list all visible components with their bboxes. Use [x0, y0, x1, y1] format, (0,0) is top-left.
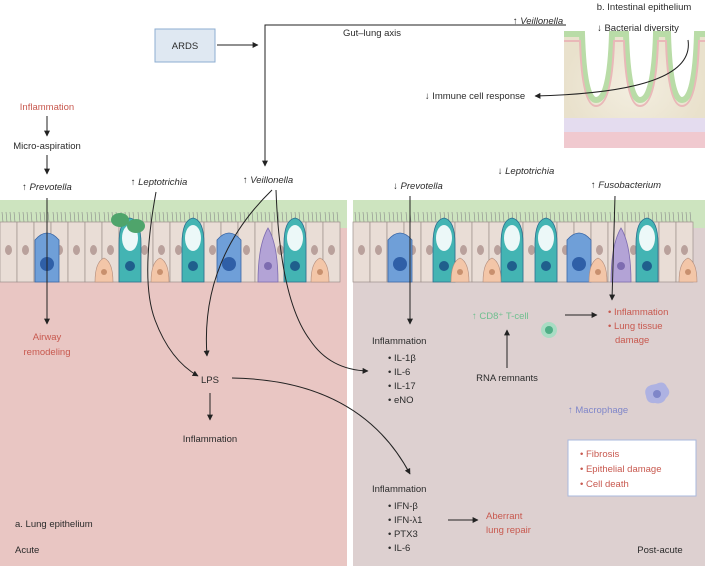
lps-label: LPS — [201, 375, 219, 386]
post-acute-label: Post-acute — [637, 545, 682, 556]
inflammation2-item-4: • IL-6 — [388, 543, 410, 554]
epithelial-cell — [369, 211, 388, 283]
brush-cell — [610, 227, 632, 283]
outcome-damage: damage — [615, 335, 649, 346]
inflammation2-item-1: • IFN-β — [388, 501, 418, 512]
brush-cell — [257, 227, 279, 283]
fusobacterium-up-label: ↑ Fusobacterium — [591, 180, 661, 191]
cd8-tcell-label: ↑ CD8⁺ T-cell — [472, 311, 529, 322]
arrow-veillonella-to-inflammation — [275, 189, 369, 374]
epithelial-cell — [67, 211, 86, 283]
epithelial-cell — [658, 211, 677, 283]
outcome-lung-tissue: • Lung tissue — [608, 321, 663, 332]
basal-cell — [678, 257, 698, 283]
goblet-cell — [500, 217, 524, 283]
basal-cell — [588, 257, 608, 283]
inflammation1-item-4: • eNO — [388, 395, 414, 406]
goblet-cell — [118, 217, 142, 283]
basal-cell — [482, 257, 502, 283]
goblet-cell — [534, 217, 558, 283]
inflammation2-title: Inflammation — [372, 484, 426, 495]
macrophage-icon — [645, 382, 670, 404]
box-item-epithelial-damage: • Epithelial damage — [580, 464, 662, 475]
epithelial-cell — [352, 211, 371, 283]
prevotella-down-label: ↓ Prevotella — [393, 181, 443, 192]
gut-lung-axis-label: Gut–lung axis — [343, 28, 401, 39]
inflammation-bottom-label: Inflammation — [183, 434, 237, 445]
basal-cell — [310, 257, 330, 283]
outcome-inflammation: • Inflammation — [608, 307, 668, 318]
leptotrichia-down-label: ↓ Leptotrichia — [498, 166, 555, 177]
arrow-fusobacterium — [609, 195, 616, 301]
ards-label: ARDS — [172, 41, 198, 52]
aberrant-line2: lung repair — [486, 525, 531, 536]
veillonella-up-label: ↑ Veillonella — [243, 175, 293, 186]
gut-lung-axis-arrow — [262, 24, 566, 167]
acute-label: Acute — [15, 545, 39, 556]
inflammation1-item-3: • IL-17 — [388, 381, 416, 392]
airway-remodeling-line1: Airway — [33, 332, 62, 343]
box-item-fibrosis: • Fibrosis — [580, 449, 619, 460]
prevotella-up-label: ↑ Prevotella — [22, 182, 72, 193]
outcome-box: • Fibrosis • Epithelial damage • Cell de… — [567, 439, 697, 497]
basal-cell — [94, 257, 114, 283]
box-item-cell-death: • Cell death — [580, 479, 629, 490]
inflammation1-item-1: • IL-1β — [388, 353, 416, 364]
inflammation2-item-3: • PTX3 — [388, 529, 418, 540]
arrow-leptotrichia-to-lps — [147, 191, 199, 377]
tcell-icon — [541, 322, 557, 338]
veillonella-up-gut: ↑ Veillonella — [513, 16, 563, 27]
bacterial-diversity-down: ↓ Bacterial diversity — [597, 23, 679, 34]
airway-remodeling-line2: remodeling — [24, 347, 71, 358]
epithelial-cell — [0, 211, 18, 283]
goblet-cell — [635, 217, 659, 283]
lung-epithelium-acute — [0, 211, 341, 283]
goblet-cell — [181, 217, 205, 283]
basal-cell — [450, 257, 470, 283]
ciliated-cell — [216, 232, 242, 283]
goblet-cell — [283, 217, 307, 283]
ciliated-cell — [387, 232, 413, 283]
micro-aspiration-label: Micro-aspiration — [13, 141, 81, 152]
ards-box: ARDS — [154, 28, 216, 63]
inflammation1-title: Inflammation — [372, 336, 426, 347]
lung-epithelium-postacute — [352, 211, 698, 283]
immune-cell-response-down: ↓ Immune cell response — [425, 91, 525, 102]
immune-arrow — [534, 39, 689, 99]
inflammation2-item-2: • IFN-λ1 — [388, 515, 422, 526]
arrow-veillonella-to-lps — [203, 189, 273, 357]
inflammation-top-label: Inflammation — [20, 102, 74, 113]
macrophage-label: ↑ Macrophage — [568, 405, 628, 416]
aberrant-line1: Aberrant — [486, 511, 523, 522]
leptotrichia-up-label: ↑ Leptotrichia — [131, 177, 188, 188]
goblet-cell — [432, 217, 456, 283]
arrow-lps-to-postacute — [231, 377, 411, 475]
rna-remnants-label: RNA remnants — [476, 373, 538, 384]
basal-cell — [150, 257, 170, 283]
inflammation1-item-2: • IL-6 — [388, 367, 410, 378]
panel-b-title: b. Intestinal epithelium — [597, 2, 692, 13]
ciliated-cell — [566, 232, 592, 283]
panel-a-title: a. Lung epithelium — [15, 519, 93, 530]
bacteria-icon — [111, 213, 145, 233]
epithelial-cell — [16, 211, 35, 283]
